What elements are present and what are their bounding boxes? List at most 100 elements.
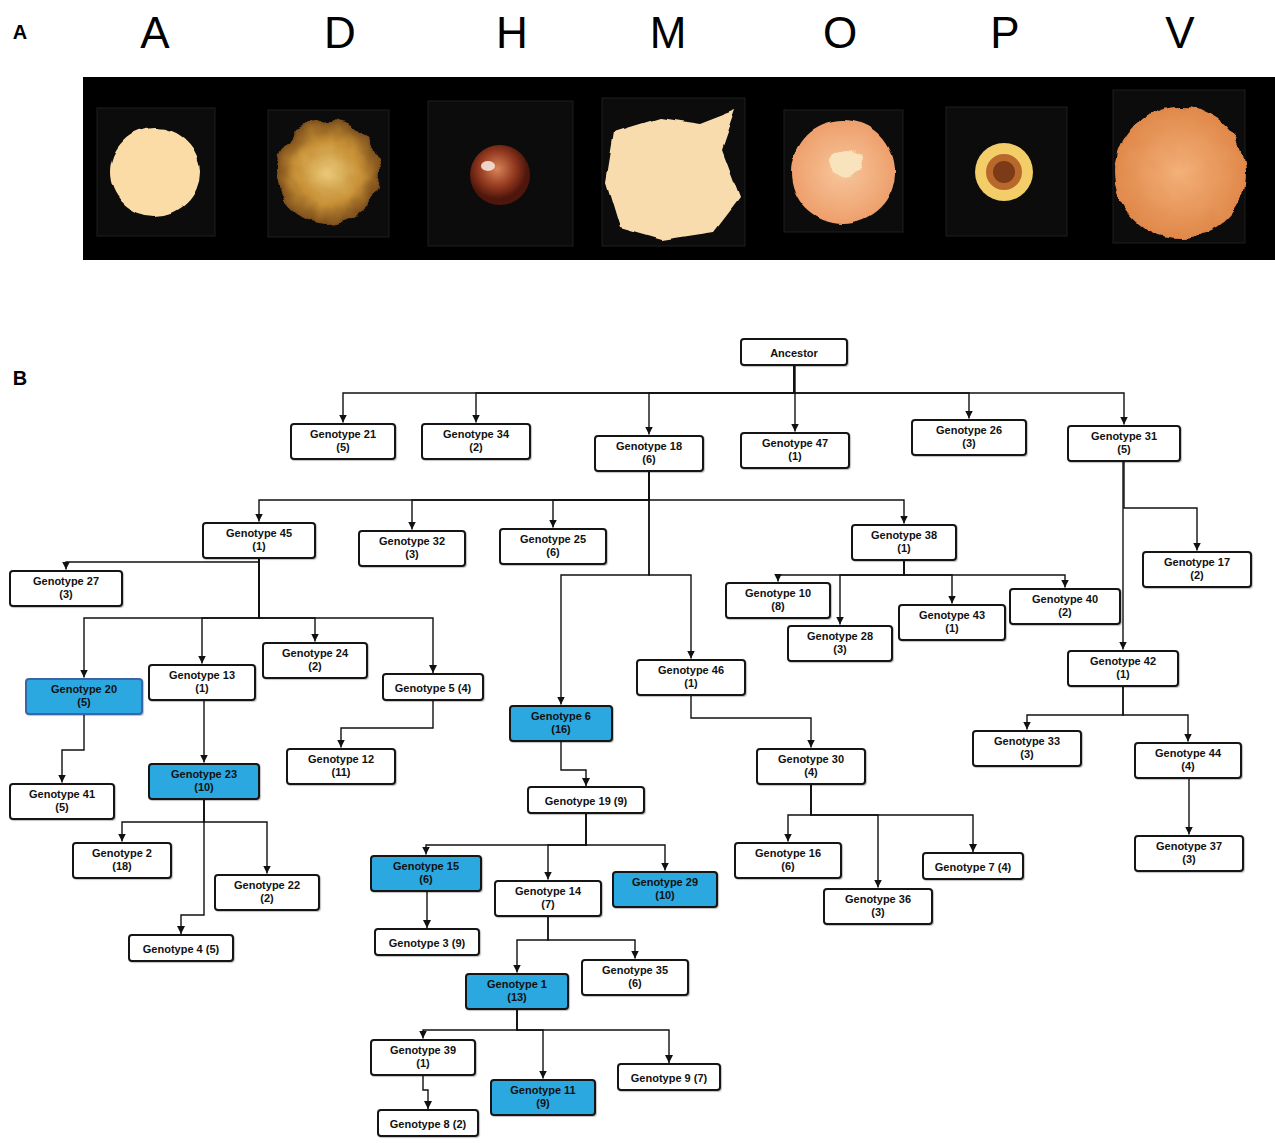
genotype-box: Genotype 36 (3) <box>823 888 933 925</box>
genotype-label: Genotype 46 (1) <box>652 664 730 690</box>
lineage-arrow <box>788 785 811 842</box>
genotype-box: Genotype 4 (5) <box>128 934 234 962</box>
genotype-label: Genotype 33 (3) <box>988 735 1066 761</box>
colony-label: O <box>823 11 857 55</box>
lineage-arrow <box>517 1010 543 1079</box>
genotype-label: Genotype 22 (2) <box>228 879 306 905</box>
lineage-arrow <box>1124 462 1197 551</box>
genotype-label: Genotype 12 (11) <box>302 753 380 779</box>
genotype-label: Genotype 3 (9) <box>389 937 465 950</box>
colony-label: D <box>324 11 356 55</box>
lineage-arrow <box>548 917 635 959</box>
genotype-label: Genotype 43 (1) <box>913 609 991 635</box>
genotype-label: Genotype 15 (6) <box>387 860 465 886</box>
lineage-arrow <box>517 1010 669 1064</box>
genotype-label: Genotype 5 (4) <box>395 682 471 695</box>
genotype-label: Genotype 1 (13) <box>478 978 556 1004</box>
genotype-label: Genotype 32 (3) <box>373 535 451 561</box>
lineage-arrow <box>423 1010 517 1039</box>
colony-d <box>276 120 380 224</box>
genotype-box: Genotype 24 (2) <box>262 642 368 679</box>
highlighted-genotype-box: Genotype 15 (6) <box>370 855 482 892</box>
lineage-arrow <box>62 715 84 783</box>
genotype-box: Genotype 44 (4) <box>1134 742 1242 779</box>
genotype-label: Genotype 31 (5) <box>1085 430 1163 456</box>
lineage-arrow <box>476 366 794 423</box>
genotype-box: Genotype 43 (1) <box>898 604 1006 641</box>
genotype-box: Genotype 31 (5) <box>1067 425 1181 462</box>
genotype-box: Genotype 21 (5) <box>290 423 396 460</box>
genotype-box: Genotype 19 (9) <box>527 786 645 814</box>
genotype-label: Genotype 28 (3) <box>801 630 879 656</box>
genotype-box: Genotype 45 (1) <box>202 522 316 559</box>
highlighted-genotype-box: Genotype 1 (13) <box>465 973 569 1010</box>
lineage-arrow <box>259 472 649 522</box>
genotype-label: Genotype 20 (5) <box>45 683 123 709</box>
genotype-box: Genotype 18 (6) <box>594 435 704 472</box>
genotype-box: Genotype 30 (4) <box>756 748 866 785</box>
lineage-arrow <box>122 800 204 842</box>
colony-label: P <box>990 11 1019 55</box>
genotype-label: Genotype 16 (6) <box>749 847 827 873</box>
genotype-box: Genotype 17 (2) <box>1142 551 1252 588</box>
lineage-arrow <box>426 892 427 929</box>
genotype-box: Genotype 33 (3) <box>972 730 1082 767</box>
lineage-arrow <box>548 814 586 880</box>
lineage-arrow <box>1188 779 1189 835</box>
genotype-box: Genotype 14 (7) <box>494 880 602 917</box>
genotype-label: Genotype 23 (10) <box>165 768 243 794</box>
photo-band <box>83 77 1275 260</box>
genotype-box: Genotype 38 (1) <box>851 524 957 561</box>
genotype-box: Genotype 41 (5) <box>9 783 115 820</box>
genotype-label: Genotype 42 (1) <box>1084 655 1162 681</box>
genotype-box: Genotype 7 (4) <box>922 852 1024 880</box>
genotype-label: Genotype 13 (1) <box>163 669 241 695</box>
genotype-box: Genotype 2 (18) <box>72 842 172 879</box>
lineage-arrow <box>517 917 548 973</box>
highlighted-genotype-box: Genotype 20 (5) <box>25 678 143 715</box>
lineage-arrow <box>426 814 586 855</box>
genotype-label: Genotype 44 (4) <box>1149 747 1227 773</box>
genotype-box: Genotype 46 (1) <box>636 659 746 696</box>
genotype-label: Genotype 18 (6) <box>610 440 688 466</box>
lineage-arrow <box>412 472 649 530</box>
lineage-arrow <box>649 472 691 659</box>
highlighted-genotype-box: Genotype 11 (9) <box>490 1079 596 1116</box>
genotype-box: Ancestor <box>740 338 848 366</box>
genotype-label: Ancestor <box>770 347 818 360</box>
colony-a <box>110 128 200 216</box>
lineage-arrow <box>202 559 259 664</box>
lineage-arrow <box>904 561 1065 588</box>
lineage-arrow <box>649 366 794 435</box>
genotype-box: Genotype 22 (2) <box>214 874 320 911</box>
lineage-arrow <box>181 800 204 935</box>
lineage-arrow <box>649 472 904 524</box>
genotype-box: Genotype 5 (4) <box>382 673 484 701</box>
genotype-label: Genotype 29 (10) <box>626 876 704 902</box>
genotype-label: Genotype 8 (2) <box>390 1118 466 1131</box>
highlighted-genotype-box: Genotype 29 (10) <box>612 871 718 908</box>
colony-h <box>470 145 530 205</box>
genotype-label: Genotype 9 (7) <box>631 1072 707 1085</box>
genotype-box: Genotype 42 (1) <box>1067 650 1179 687</box>
genotype-label: Genotype 45 (1) <box>220 527 298 553</box>
colony-v <box>1114 106 1246 238</box>
lineage-arrow <box>341 701 433 748</box>
lineage-arrow <box>204 800 267 874</box>
genotype-box: Genotype 37 (3) <box>1134 835 1244 872</box>
genotype-label: Genotype 38 (1) <box>865 529 943 555</box>
genotype-label: Genotype 14 (7) <box>509 885 587 911</box>
genotype-box: Genotype 40 (2) <box>1009 588 1121 625</box>
panel-letter: A <box>13 22 27 42</box>
genotype-box: Genotype 25 (6) <box>499 528 607 565</box>
lineage-arrow <box>586 814 665 871</box>
lineage-arrow <box>1122 462 1123 650</box>
colony-label: M <box>650 11 687 55</box>
genotype-label: Genotype 25 (6) <box>514 533 592 559</box>
genotype-label: Genotype 10 (8) <box>739 587 817 613</box>
lineage-arrow <box>794 366 969 419</box>
lineage-arrow <box>778 561 904 582</box>
lineage-arrow <box>561 742 586 787</box>
genotype-box: Genotype 34 (2) <box>421 423 531 460</box>
